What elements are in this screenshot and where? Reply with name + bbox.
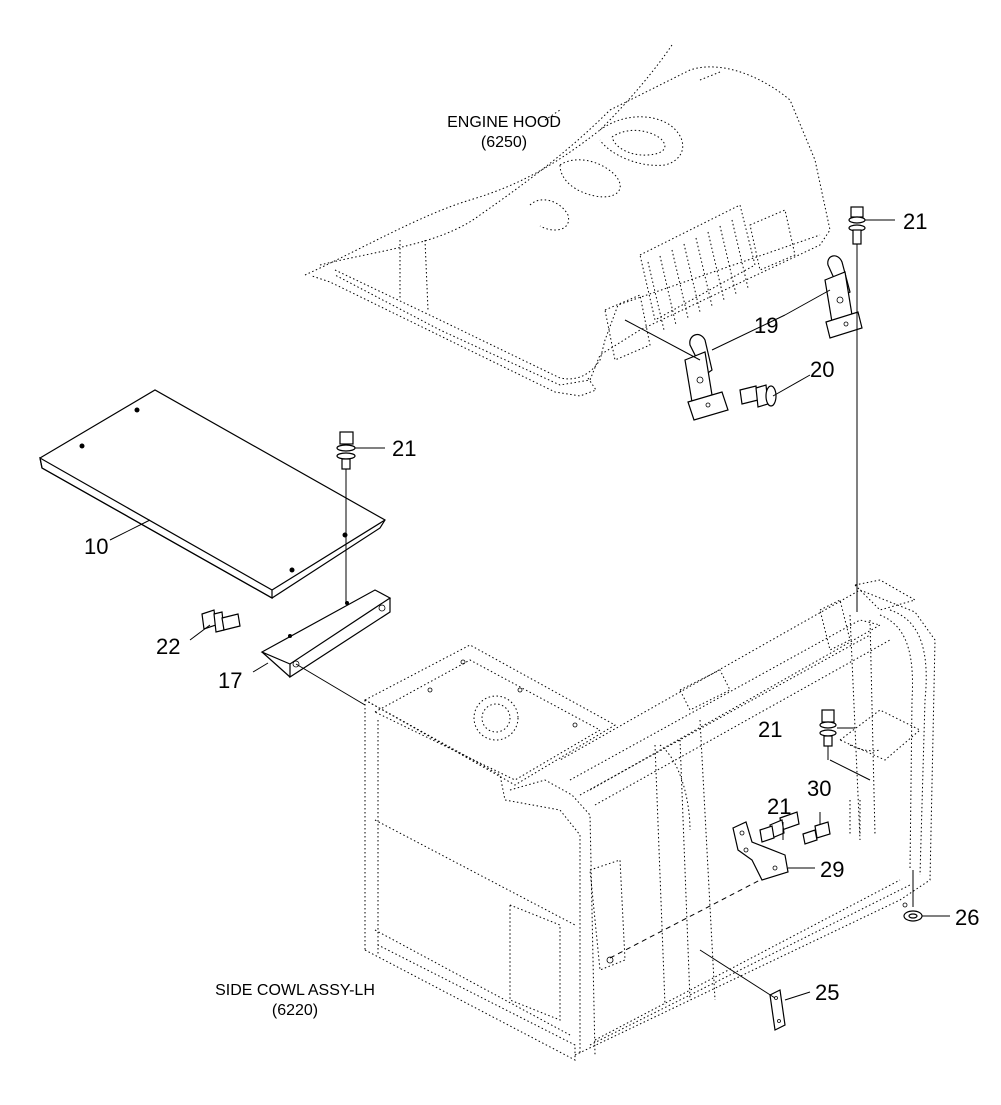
side-cowl-drawing <box>363 579 936 1061</box>
callout-29: 29 <box>820 857 844 882</box>
callout-20: 20 <box>810 357 834 382</box>
callout-30: 30 <box>807 776 831 801</box>
callout-26: 26 <box>955 905 979 930</box>
part-30-bolt <box>802 821 831 845</box>
side-cowl-label: SIDE COWL ASSY-LH (6220) <box>215 982 375 1019</box>
part-21-bolt-cowl <box>819 709 837 747</box>
engine-hood-code: (6250) <box>481 134 527 151</box>
callout-21-cowl: 21 <box>758 717 782 742</box>
callout-25: 25 <box>815 980 839 1005</box>
part-29-bracket <box>732 821 789 881</box>
callout-leaders <box>109 219 950 1001</box>
part-21-bolt-plate <box>336 431 356 470</box>
part-21-bolt-side <box>759 811 800 843</box>
callout-10: 10 <box>84 534 108 559</box>
part-17-bracket <box>260 589 392 679</box>
part-25-strap <box>769 989 786 1031</box>
part-19-latch-left <box>684 333 729 421</box>
callout-21-side: 21 <box>767 794 791 819</box>
side-cowl-name: SIDE COWL ASSY-LH <box>215 982 375 999</box>
part-20-bolt <box>739 384 777 408</box>
side-cowl-code: (6220) <box>272 1002 318 1019</box>
part-22-bolt <box>201 609 241 633</box>
callout-labels: 21 21 21 21 30 19 20 10 22 17 29 26 25 <box>84 209 979 1005</box>
callout-19: 19 <box>754 313 778 338</box>
callout-17: 17 <box>218 668 242 693</box>
part-10-cover-plate <box>39 389 386 600</box>
callout-21-plate: 21 <box>392 436 416 461</box>
engine-hood-label: ENGINE HOOD (6250) <box>447 114 561 151</box>
callout-22: 22 <box>156 634 180 659</box>
callout-21-top: 21 <box>903 209 927 234</box>
assembly-lines <box>295 244 914 999</box>
part-26-washer <box>903 910 923 922</box>
engine-hood-drawing <box>304 44 831 397</box>
part-21-bolt-top <box>848 206 866 245</box>
part-19-latch-right <box>824 255 863 339</box>
engine-hood-name: ENGINE HOOD <box>447 114 561 131</box>
